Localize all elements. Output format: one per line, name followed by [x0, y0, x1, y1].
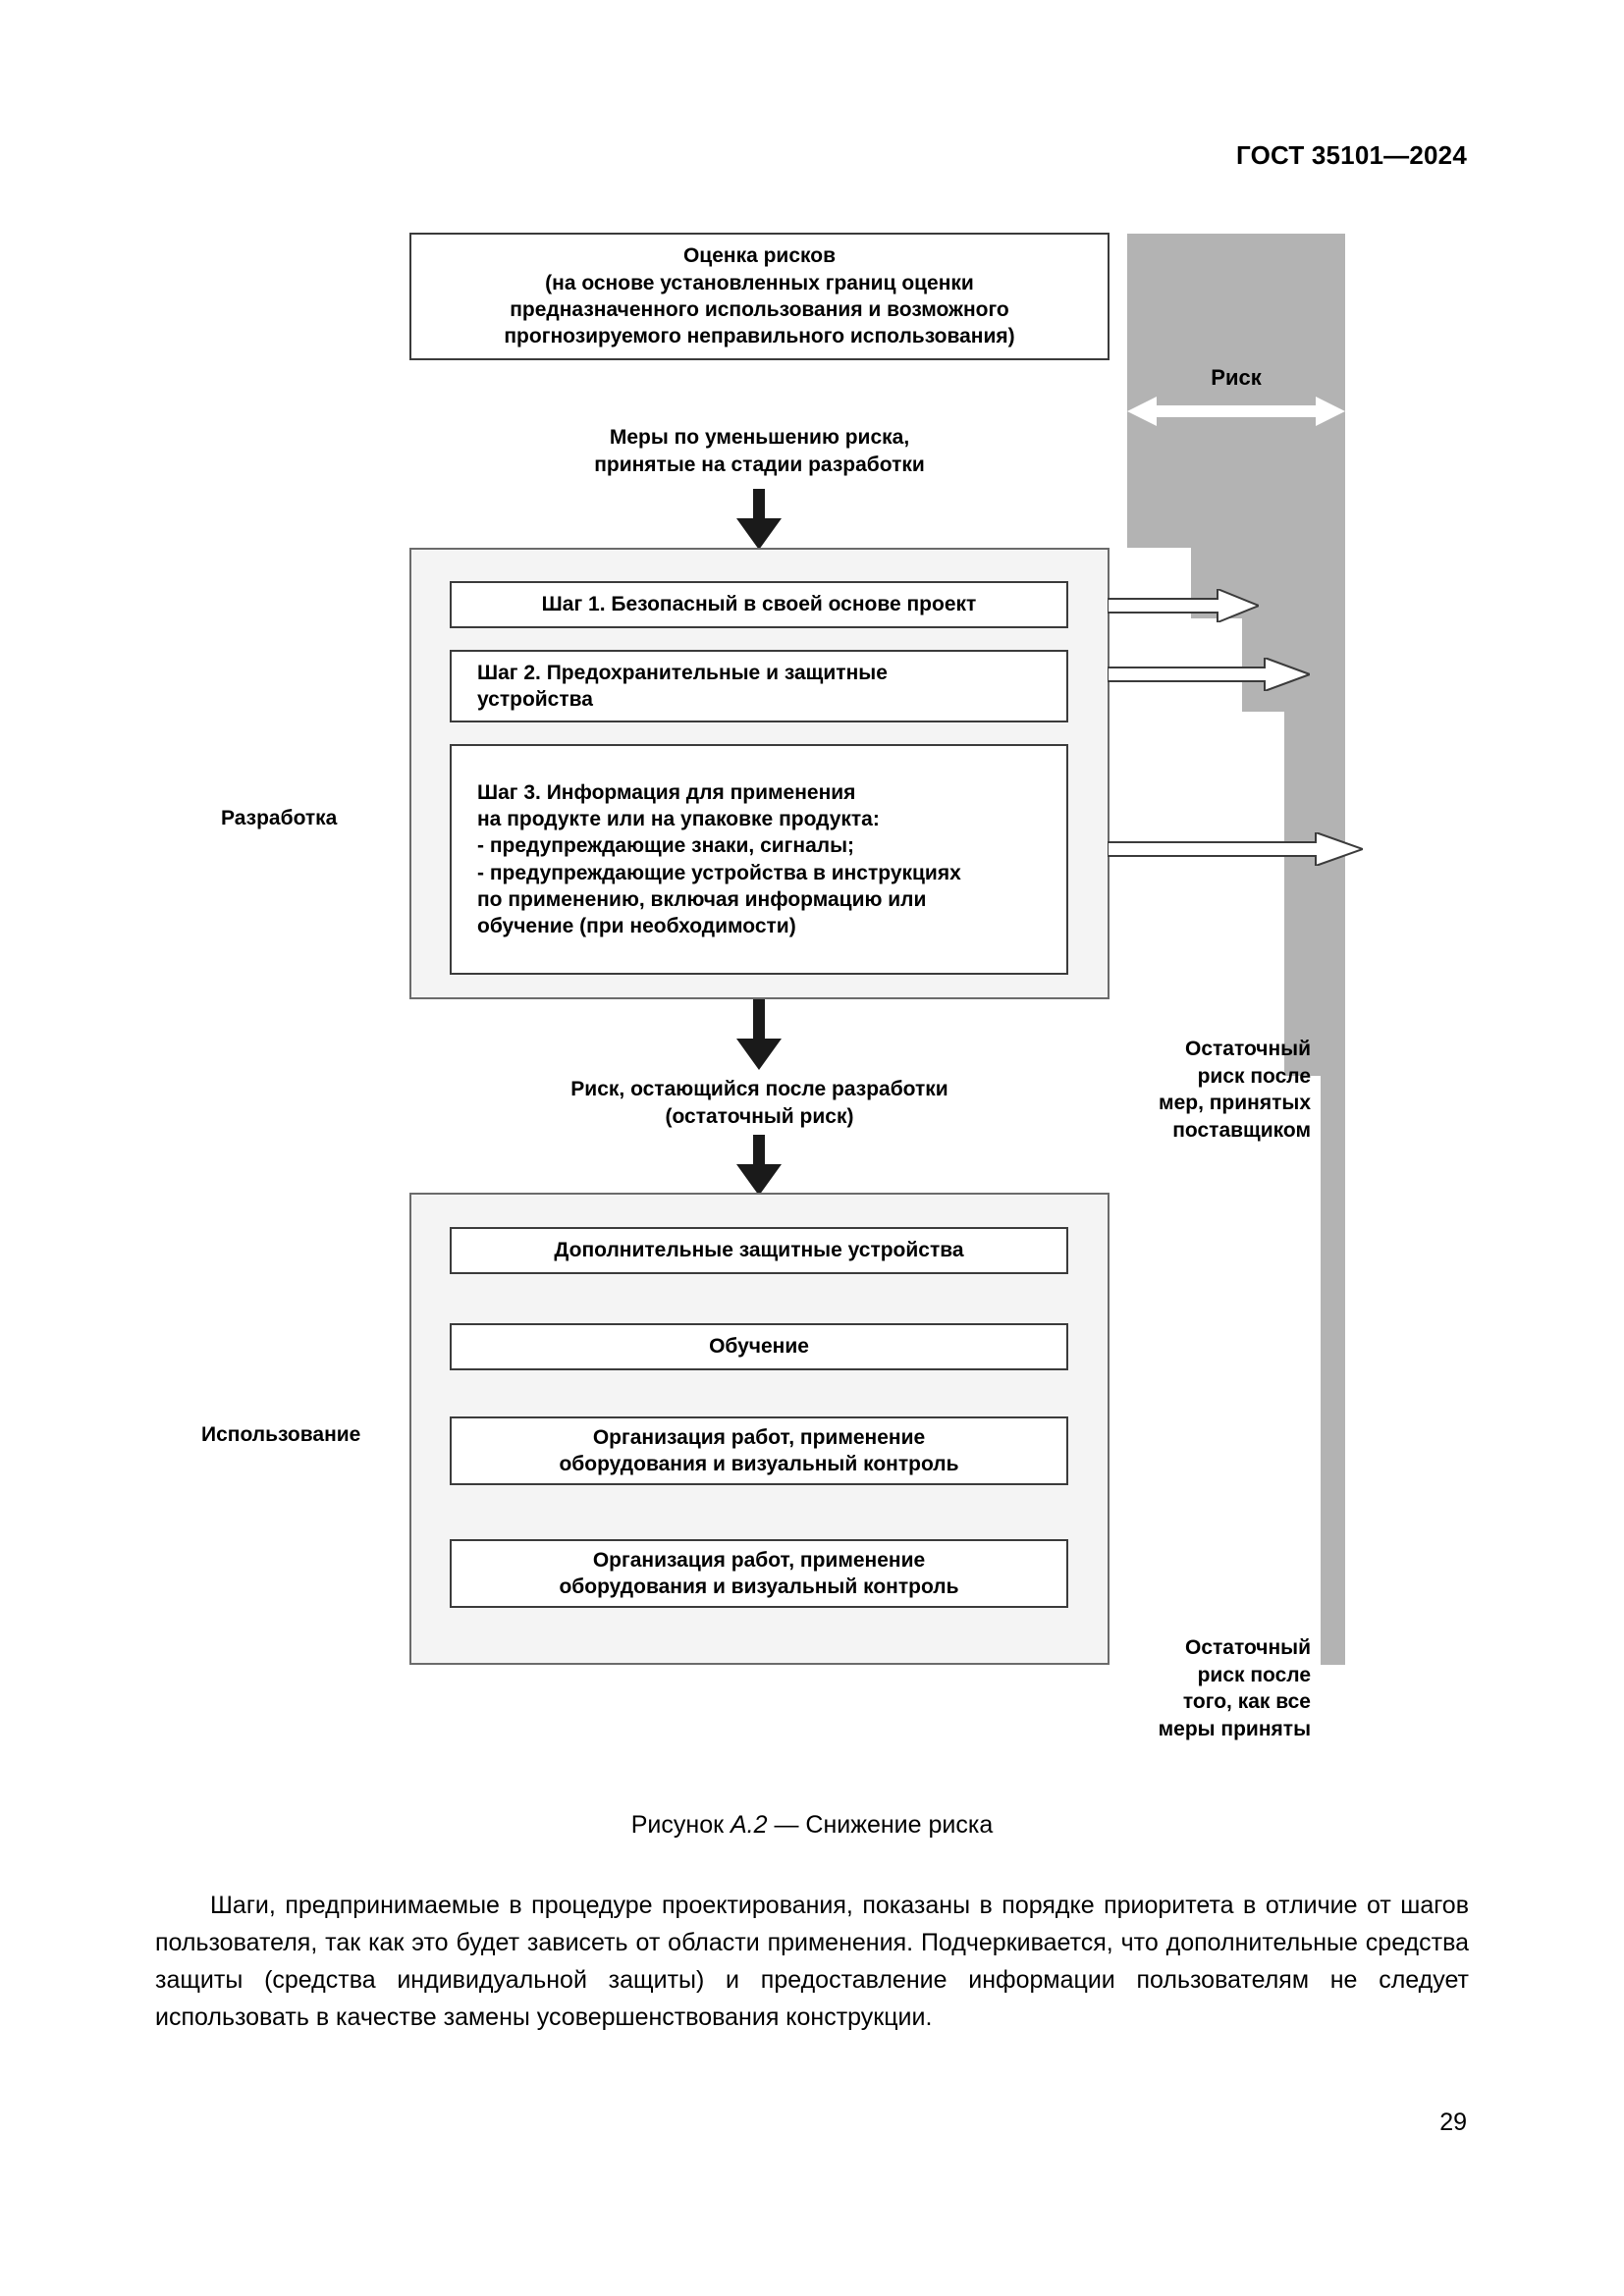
risk-band-segment-1	[1127, 234, 1345, 548]
connector-caption-residual-risk: Риск, остающийся после разработки (остат…	[570, 1078, 948, 1129]
page-header-standard-title: ГОСТ 35101—2024	[1236, 140, 1467, 170]
risk-assessment-text: Оценка рисков (на основе установленных г…	[504, 244, 1015, 348]
usage-measure-3-text: Организация работ, применение оборудован…	[559, 1425, 959, 1475]
development-step-1-box: Шаг 1. Безопасный в своей основе проект	[450, 581, 1068, 628]
stage-label-usage: Использование	[201, 1423, 361, 1446]
connector-caption-measures: Меры по уменьшению риска, принятые на ст…	[594, 426, 925, 477]
risk-band-label: Риск	[1211, 365, 1262, 390]
step-1-to-risk-band-arrow-icon	[1107, 587, 1262, 624]
body-paragraph: Шаги, предпринимаемые в процедуре проект…	[155, 1892, 1469, 2031]
risk-band-segment-4	[1284, 712, 1345, 1076]
usage-measure-2-text: Обучение	[709, 1335, 809, 1359]
development-step-2-box: Шаг 2. Предохранительные и защитные устр…	[450, 650, 1068, 722]
development-step-3-box: Шаг 3. Информация для применения на прод…	[450, 744, 1068, 975]
risk-double-arrow-icon	[1127, 395, 1345, 428]
down-arrow-icon-to-development	[736, 489, 782, 550]
stage-label-development: Разработка	[221, 807, 338, 829]
note-residual-risk-all-measures: Остаточный риск после того, как все меры…	[1158, 1636, 1311, 1741]
down-arrow-icon-from-development	[736, 999, 782, 1070]
usage-measure-1-text: Дополнительные защитные устройства	[554, 1239, 964, 1262]
down-arrow-icon-to-usage	[736, 1135, 782, 1196]
development-step-1-text: Шаг 1. Безопасный в своей основе проект	[541, 593, 977, 616]
risk-assessment-box: Оценка рисков (на основе установленных г…	[409, 233, 1110, 360]
development-step-2-text: Шаг 2. Предохранительные и защитные устр…	[477, 661, 888, 711]
step-2-to-risk-band-arrow-icon	[1107, 656, 1313, 693]
risk-band-segment-5	[1321, 1076, 1345, 1665]
figure-caption-number: А.2	[730, 1811, 768, 1839]
figure-caption: Рисунок А.2 — Снижение риска	[0, 1811, 1624, 1840]
note-residual-risk-supplier: Остаточный риск после мер, принятых пост…	[1159, 1038, 1311, 1143]
usage-measure-1-box: Дополнительные защитные устройства	[450, 1227, 1068, 1274]
usage-measure-3-box: Организация работ, применение оборудован…	[450, 1416, 1068, 1485]
development-step-3-text: Шаг 3. Информация для применения на прод…	[477, 780, 961, 938]
figure-caption-prefix: Рисунок	[630, 1811, 731, 1839]
usage-measure-2-box: Обучение	[450, 1323, 1068, 1370]
step-3-to-risk-band-arrow-icon	[1107, 830, 1366, 868]
page-number: 29	[1439, 2109, 1467, 2136]
figure-risk-reduction: Риск Оценка рисков (на основе установлен…	[201, 233, 1366, 1741]
risk-band-segment-3	[1242, 618, 1345, 712]
usage-measure-4-text: Организация работ, применение оборудован…	[559, 1548, 959, 1598]
figure-caption-suffix: — Снижение риска	[767, 1811, 994, 1839]
usage-measure-4-box: Организация работ, применение оборудован…	[450, 1539, 1068, 1608]
